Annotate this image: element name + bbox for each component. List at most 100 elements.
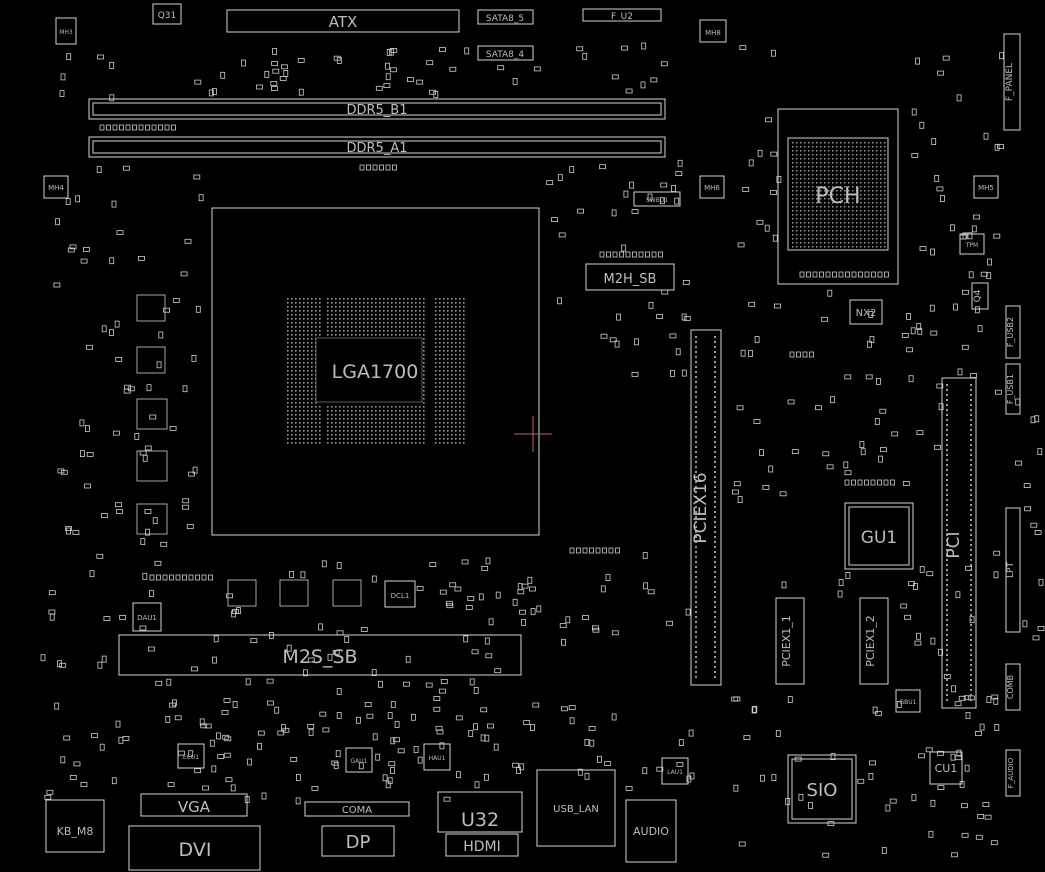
svg-text:M2H_SB: M2H_SB: [604, 272, 657, 287]
front-audio-header[interactable]: F_AUDIO: [1005, 749, 1021, 797]
svg-text:PCI: PCI: [944, 531, 964, 558]
pch-ball-grid: [792, 142, 886, 248]
svg-text:HAU1: HAU1: [429, 755, 446, 762]
lau1-chip: LAU1: [661, 757, 689, 785]
passive-components-layer: [40, 42, 1045, 858]
sata-4-connector[interactable]: SATA8_4: [477, 45, 534, 61]
svg-text:CU1: CU1: [935, 762, 958, 775]
svg-text:F_PANEL: F_PANEL: [1005, 63, 1015, 101]
ddr5-a1-dimm-slot[interactable]: DDR5_A1: [88, 136, 666, 158]
svg-text:SWBU1: SWBU1: [646, 197, 668, 204]
lga1700-cpu-socket[interactable]: LGA1700: [211, 207, 540, 536]
u32-usb-port[interactable]: U32: [437, 791, 523, 833]
hau1-chip: HAU1: [423, 743, 451, 771]
svg-text:PCH: PCH: [815, 184, 860, 209]
usb-lan-port[interactable]: USB_LAN: [536, 769, 616, 847]
m2h-sb-slot[interactable]: M2H_SB: [585, 263, 675, 291]
pciex16-slot[interactable]: PCIEX16: [690, 329, 722, 686]
com-a-header[interactable]: COMA: [304, 801, 410, 817]
svg-text:GBU1: GBU1: [900, 699, 917, 706]
svg-text:PCIEX16: PCIEX16: [691, 472, 711, 543]
q4-transistor: Q4: [971, 282, 989, 310]
comb-header[interactable]: COMB: [1005, 663, 1021, 711]
swbu1-chip: SWBU1: [633, 191, 681, 207]
svg-text:DDR5_B1: DDR5_B1: [346, 103, 407, 118]
svg-text:SIO: SIO: [807, 780, 838, 801]
svg-text:Q4: Q4: [973, 289, 983, 302]
svg-text:VGA: VGA: [178, 798, 211, 816]
pci-slot[interactable]: PCI: [941, 377, 977, 709]
cu1-chip: CU1: [929, 751, 963, 785]
nx2-chip: NX2: [849, 299, 883, 325]
front-usb1-header[interactable]: F_USB1: [1005, 363, 1021, 415]
svg-text:F_USB1: F_USB1: [1006, 374, 1015, 404]
gau1-chip: GAU1: [345, 747, 373, 773]
atx-power-connector[interactable]: ATX: [226, 9, 460, 33]
svg-text:F_AUDIO: F_AUDIO: [1007, 757, 1015, 788]
hdmi-port[interactable]: HDMI: [445, 833, 519, 857]
svg-text:HDMI: HDMI: [463, 839, 501, 855]
svg-text:SATA8_5: SATA8_5: [486, 14, 524, 24]
pciex16-pins: [695, 336, 716, 678]
ecu1-chip: ECU1: [177, 743, 205, 769]
svg-text:DAU1: DAU1: [137, 614, 157, 622]
pch-chipset[interactable]: PCH: [777, 108, 899, 285]
pci-slot-pins: [946, 384, 972, 701]
vga-port[interactable]: VGA: [140, 793, 248, 817]
kb-mouse-port[interactable]: KB_M8: [45, 799, 105, 853]
mounting-hole-mh5: MH5: [973, 175, 999, 199]
front-usb2-header-top[interactable]: F_U2: [582, 8, 662, 22]
svg-text:DP: DP: [346, 832, 371, 853]
svg-text:MH5: MH5: [978, 184, 994, 192]
pciex1-1-slot[interactable]: PCIEX1_1: [775, 597, 805, 685]
svg-text:LPT: LPT: [1006, 562, 1016, 578]
svg-text:Q31: Q31: [158, 11, 177, 21]
svg-text:GU1: GU1: [861, 528, 897, 548]
svg-text:COMB: COMB: [1006, 675, 1015, 699]
svg-text:GAU1: GAU1: [351, 758, 368, 765]
svg-text:DCL1: DCL1: [391, 592, 410, 600]
svg-text:USB_LAN: USB_LAN: [553, 804, 599, 815]
displayport-port[interactable]: DP: [321, 825, 395, 857]
mounting-hole-mh8: MH8: [699, 19, 727, 43]
svg-text:AUDIO: AUDIO: [633, 825, 669, 838]
svg-text:DDR5_A1: DDR5_A1: [347, 141, 408, 156]
vrm-chokes: [136, 294, 362, 607]
front-panel-header[interactable]: F_PANEL: [1003, 33, 1021, 131]
svg-text:MH3: MH3: [59, 29, 73, 36]
tpm-chip: TPM: [959, 233, 985, 255]
svg-text:TPM: TPM: [965, 242, 978, 249]
dau1-chip: DAU1: [132, 602, 162, 632]
q31-transistor: Q31: [152, 3, 182, 25]
atx-label: ATX: [329, 13, 358, 31]
svg-text:MH8: MH8: [705, 29, 721, 37]
svg-text:U32: U32: [461, 809, 499, 831]
mounting-hole-mh3: MH3: [55, 17, 77, 45]
svg-text:DVI: DVI: [179, 839, 212, 861]
svg-text:F_USB2: F_USB2: [1006, 317, 1015, 347]
svg-text:KB_M8: KB_M8: [57, 825, 94, 838]
svg-text:PCIEX1_1: PCIEX1_1: [780, 615, 793, 667]
svg-text:NX2: NX2: [856, 308, 877, 319]
svg-text:MH4: MH4: [48, 184, 64, 192]
ddr5-b1-dimm-slot[interactable]: DDR5_B1: [88, 98, 666, 120]
sata-5-connector[interactable]: SATA8_5: [477, 9, 534, 25]
svg-text:ECU1: ECU1: [183, 754, 199, 761]
svg-text:F_U2: F_U2: [611, 12, 633, 22]
cpu-center-crosshair: [514, 416, 552, 452]
sio-chip[interactable]: SIO: [787, 754, 857, 824]
svg-text:SATA8_4: SATA8_4: [486, 50, 525, 60]
svg-text:M2S_SB: M2S_SB: [282, 646, 357, 668]
dvi-port[interactable]: DVI: [128, 825, 261, 871]
audio-jack[interactable]: AUDIO: [625, 799, 677, 863]
svg-text:COMA: COMA: [342, 805, 372, 816]
svg-text:PCIEX1_2: PCIEX1_2: [864, 615, 877, 667]
pciex1-2-slot[interactable]: PCIEX1_2: [859, 597, 889, 685]
m2s-sb-slot[interactable]: M2S_SB: [118, 634, 522, 676]
gu1-chip: GU1: [844, 502, 914, 570]
front-usb2-header[interactable]: F_USB2: [1005, 305, 1021, 359]
lpt-header[interactable]: LPT: [1005, 507, 1021, 633]
svg-text:LAU1: LAU1: [667, 769, 683, 776]
mounting-hole-mh6: MH6: [699, 175, 725, 199]
